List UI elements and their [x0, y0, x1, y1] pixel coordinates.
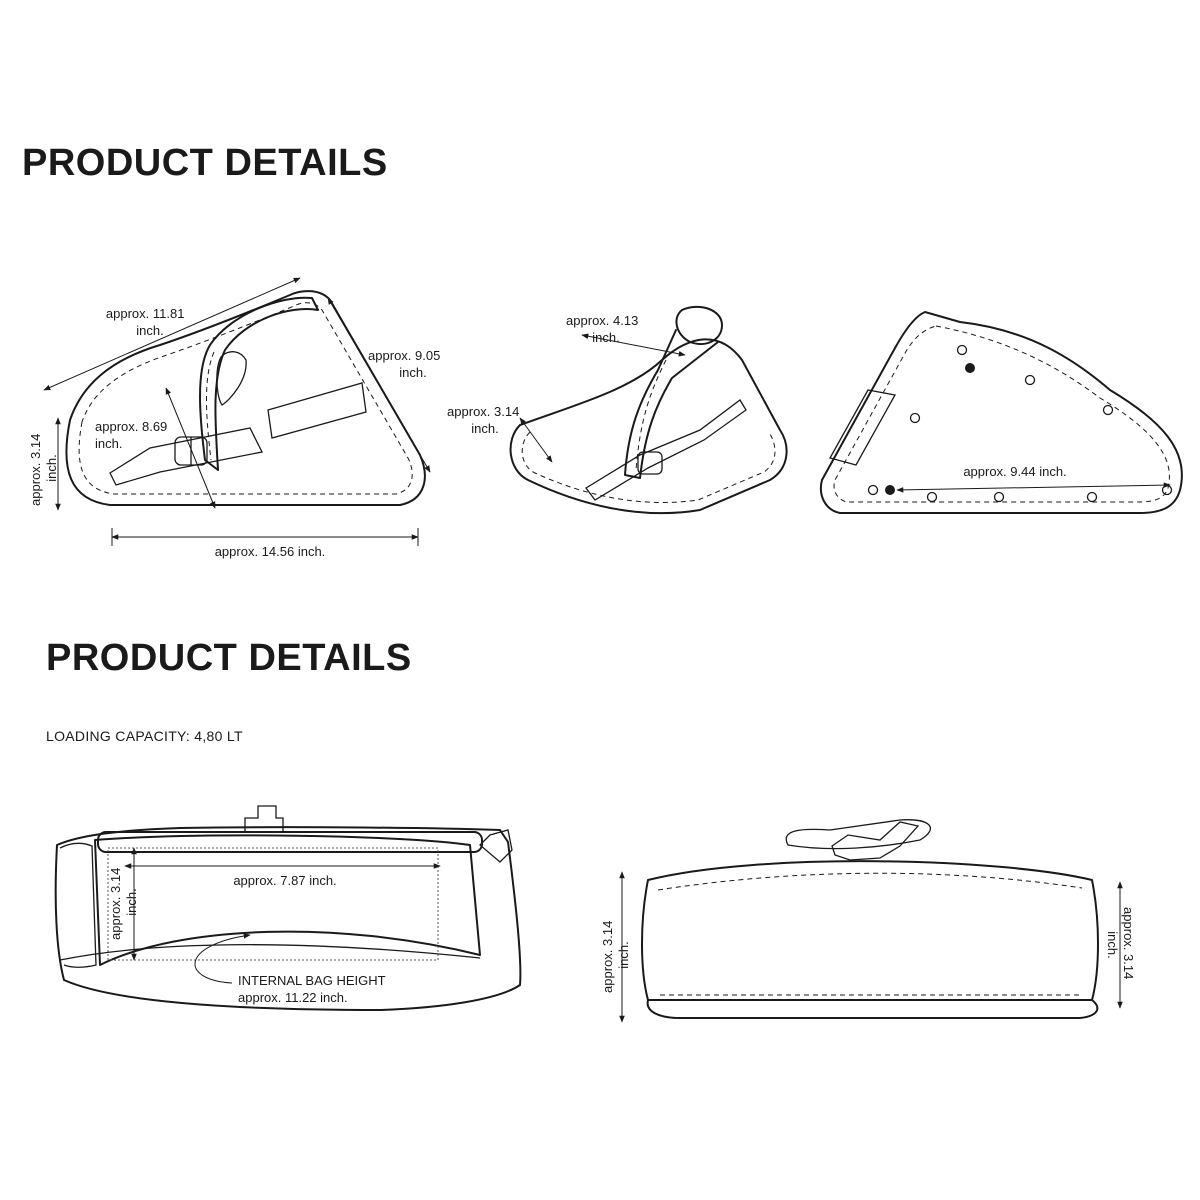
strap-loop	[829, 389, 897, 466]
back-view-bag	[820, 311, 1183, 514]
page-title: PRODUCT DETAILS	[22, 142, 388, 184]
label-bottom-left: approx. 3.14 inch.	[600, 917, 631, 993]
label-right-height: approx. 9.05 inch.	[368, 348, 444, 380]
label-open-width: approx. 7.87 inch.	[233, 873, 336, 888]
label-bottom-right: approx. 3.14 inch.	[1105, 907, 1136, 983]
label-angle-top: approx. 4.13 inch.	[566, 313, 642, 345]
bottom-view-bag	[641, 819, 1099, 1019]
angled-view-bag	[509, 305, 788, 515]
front-view-bag	[65, 290, 426, 506]
label-angle-side: approx. 3.14 inch.	[447, 404, 523, 436]
open-view-bag	[54, 805, 522, 1011]
label-inner-height: approx. 8.69 inch.	[95, 419, 171, 451]
clip-icon	[244, 805, 284, 832]
label-internal-height: INTERNAL BAG HEIGHT approx. 11.22 inch.	[238, 973, 389, 1005]
label-open-height: approx. 3.14 inch.	[108, 864, 139, 940]
label-depth: approx. 3.14 inch.	[28, 430, 59, 506]
section-title: PRODUCT DETAILS	[46, 637, 412, 679]
label-back-length: approx. 9.44 inch.	[963, 464, 1066, 479]
loading-capacity: LOADING CAPACITY: 4,80 LT	[46, 728, 243, 744]
label-width: approx. 14.56 inch.	[215, 544, 326, 559]
buckle-icon	[637, 451, 663, 475]
label-diagonal-top: approx. 11.81 inch.	[106, 306, 188, 338]
buckle-icon	[831, 821, 920, 861]
